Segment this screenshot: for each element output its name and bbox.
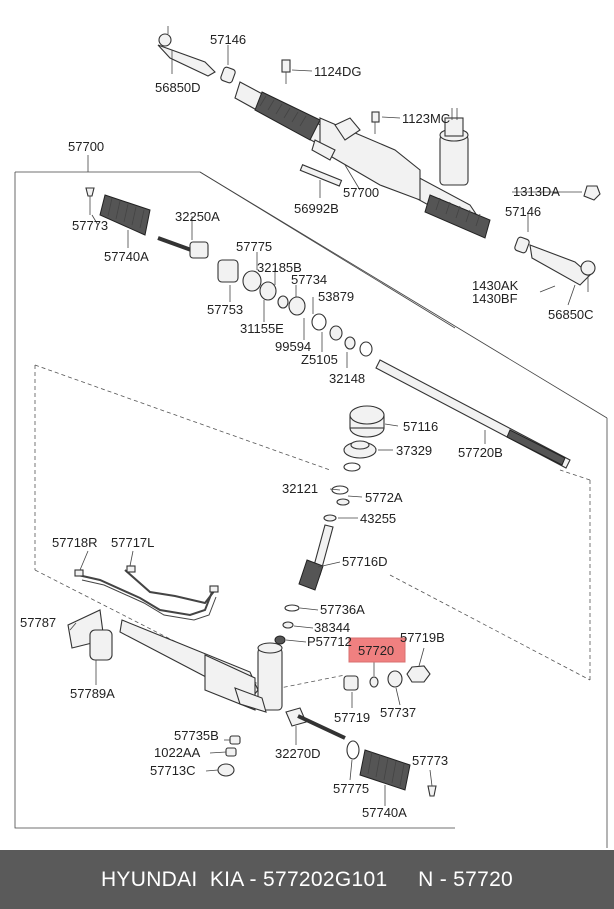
left-inner-components bbox=[85, 187, 373, 357]
label-57775-bottom: 57775 bbox=[333, 781, 369, 796]
label-57735b: 57735B bbox=[174, 728, 219, 743]
label-57713c: 57713C bbox=[150, 763, 196, 778]
label-5772a: 5772A bbox=[365, 490, 403, 505]
label-57787: 57787 bbox=[20, 615, 56, 630]
part-number-footer: HYUNDAI KIA - 577202G101 N - 57720 bbox=[0, 850, 614, 909]
label-57736a: 57736A bbox=[320, 602, 365, 617]
label-1022aa: 1022AA bbox=[154, 745, 201, 760]
label-1123mc: 1123MC bbox=[402, 111, 450, 126]
pipes bbox=[74, 565, 219, 621]
highlight-box bbox=[348, 637, 406, 663]
label-57146-top: 57146 bbox=[210, 32, 246, 47]
label-57720b: 57720B bbox=[458, 445, 503, 460]
label-32270d: 32270D bbox=[275, 746, 321, 761]
label-57740a-bottom: 57740A bbox=[362, 805, 407, 820]
label-z5105: Z5105 bbox=[301, 352, 338, 367]
label-1430bf: 1430BF bbox=[472, 291, 518, 306]
right-inner-tie-rod bbox=[285, 707, 437, 797]
label-57146-right: 57146 bbox=[505, 204, 541, 219]
label-57773-top: 57773 bbox=[72, 218, 108, 233]
rack-bar bbox=[375, 359, 571, 469]
label-32148: 32148 bbox=[329, 371, 365, 386]
label-43255: 43255 bbox=[360, 511, 396, 526]
label-32121: 32121 bbox=[282, 481, 318, 496]
label-56850c: 56850C bbox=[548, 307, 594, 322]
part-labels: 56850D 57146 1124DG 1123MC 57700 57700 5… bbox=[20, 32, 594, 820]
label-56850d: 56850D bbox=[155, 80, 201, 95]
parts-diagram: 56850D 57146 1124DG 1123MC 57700 57700 5… bbox=[14, 26, 608, 848]
label-57719b: 57719B bbox=[400, 630, 445, 645]
label-56992b: 56992B bbox=[294, 201, 339, 216]
pinion-stack bbox=[274, 405, 385, 645]
assembly-frame bbox=[14, 155, 608, 848]
label-57718r: 57718R bbox=[52, 535, 98, 550]
label-57717l: 57717L bbox=[111, 535, 154, 550]
label-57773-bottom: 57773 bbox=[412, 753, 448, 768]
label-57740a-top: 57740A bbox=[104, 249, 149, 264]
label-57116: 57116 bbox=[403, 419, 438, 434]
label-1313da: 1313DA bbox=[513, 184, 560, 199]
label-32185b: 32185B bbox=[257, 260, 302, 275]
label-1124dg: 1124DG bbox=[314, 64, 361, 79]
main-housing bbox=[67, 609, 283, 777]
label-37329: 37329 bbox=[396, 443, 432, 458]
label-57734: 57734 bbox=[291, 272, 327, 287]
label-57719: 57719 bbox=[334, 710, 370, 725]
label-57700-gear: 57700 bbox=[343, 185, 379, 200]
label-32250a: 32250A bbox=[175, 209, 220, 224]
leader-lines bbox=[69, 45, 582, 806]
label-31155e: 31155E bbox=[240, 321, 284, 336]
label-57737: 57737 bbox=[380, 705, 416, 720]
label-57775-top: 57775 bbox=[236, 239, 272, 254]
label-57720-highlighted: 57720 bbox=[358, 643, 394, 658]
right-small-parts bbox=[343, 665, 431, 691]
steering-gear-assembly bbox=[157, 26, 601, 293]
label-57753: 57753 bbox=[207, 302, 243, 317]
label-99594: 99594 bbox=[275, 339, 311, 354]
label-57700-frame: 57700 bbox=[68, 139, 104, 154]
label-57716d: 57716D bbox=[342, 554, 388, 569]
label-1430ak: 1430AK bbox=[472, 278, 519, 293]
label-38344: 38344 bbox=[314, 620, 350, 635]
label-57789a: 57789A bbox=[70, 686, 115, 701]
label-53879: 53879 bbox=[318, 289, 354, 304]
label-p57712: P57712 bbox=[307, 634, 352, 649]
